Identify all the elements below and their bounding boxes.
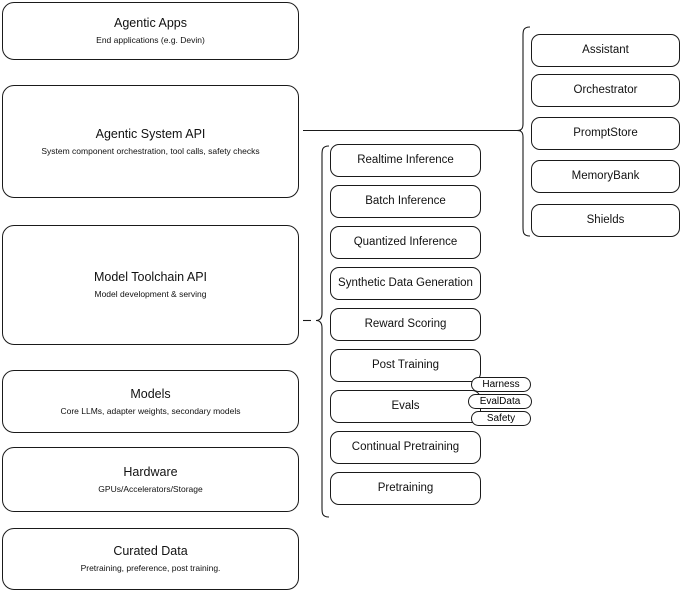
layer-subtitle: Pretraining, preference, post training.	[80, 563, 221, 573]
layer-box-model-toolchain-api[interactable]: Model Toolchain API Model development & …	[2, 225, 299, 345]
component-label: Orchestrator	[573, 84, 638, 97]
capability-box-realtime-inference[interactable]: Realtime Inference	[330, 144, 481, 177]
brace-system-components	[516, 26, 531, 237]
capability-label: Post Training	[371, 359, 440, 372]
component-box-memorybank[interactable]: MemoryBank	[531, 160, 680, 193]
layer-title: Models	[130, 386, 171, 401]
capability-box-continual-pretraining[interactable]: Continual Pretraining	[330, 431, 481, 464]
capability-box-synthetic-data-generation[interactable]: Synthetic Data Generation	[330, 267, 481, 300]
capability-label: Synthetic Data Generation	[338, 277, 473, 290]
layer-subtitle: Core LLMs, adapter weights, secondary mo…	[60, 405, 241, 416]
layer-title: Model Toolchain API	[93, 270, 208, 285]
brace-toolchain-capabilities	[315, 145, 330, 518]
layer-title: Agentic Apps	[114, 16, 187, 31]
component-label: MemoryBank	[571, 170, 640, 183]
layer-box-hardware[interactable]: Hardware GPUs/Accelerators/Storage	[2, 447, 299, 512]
layer-title: Curated Data	[113, 544, 188, 559]
layer-subtitle: GPUs/Accelerators/Storage	[98, 483, 203, 494]
capability-label: Realtime Inference	[357, 154, 454, 167]
layer-box-agentic-apps[interactable]: Agentic Apps End applications (e.g. Devi…	[2, 2, 299, 60]
badge-evaldata[interactable]: EvalData	[468, 394, 532, 409]
component-box-orchestrator[interactable]: Orchestrator	[531, 74, 680, 107]
component-label: PromptStore	[573, 127, 638, 140]
component-label: Shields	[586, 214, 625, 227]
capability-box-pretraining[interactable]: Pretraining	[330, 472, 481, 505]
capability-box-reward-scoring[interactable]: Reward Scoring	[330, 308, 481, 341]
capability-label: Evals	[391, 400, 420, 413]
layer-subtitle: Model development & serving	[94, 289, 207, 299]
component-box-shields[interactable]: Shields	[531, 204, 680, 237]
capability-box-batch-inference[interactable]: Batch Inference	[330, 185, 481, 218]
layer-box-curated-data[interactable]: Curated Data Pretraining, preference, po…	[2, 528, 299, 590]
layer-box-models[interactable]: Models Core LLMs, adapter weights, secon…	[2, 370, 299, 433]
badge-label: Harness	[482, 379, 520, 390]
capability-label: Reward Scoring	[364, 318, 447, 331]
capability-box-post-training[interactable]: Post Training	[330, 349, 481, 382]
layer-subtitle: System component orchestration, tool cal…	[41, 145, 260, 156]
badge-safety[interactable]: Safety	[471, 411, 531, 426]
badge-label: Safety	[486, 413, 516, 424]
layer-subtitle: End applications (e.g. Devin)	[96, 35, 205, 45]
capability-label: Quantized Inference	[353, 236, 458, 249]
component-box-assistant[interactable]: Assistant	[531, 34, 680, 67]
capability-label: Batch Inference	[365, 195, 446, 208]
capability-label: Continual Pretraining	[351, 441, 460, 454]
layer-box-agentic-system-api[interactable]: Agentic System API System component orch…	[2, 85, 299, 198]
component-label: Assistant	[582, 44, 629, 57]
capability-box-evals[interactable]: Evals	[330, 390, 481, 423]
layer-title: Hardware	[123, 464, 178, 479]
capability-box-quantized-inference[interactable]: Quantized Inference	[330, 226, 481, 259]
component-box-promptstore[interactable]: PromptStore	[531, 117, 680, 150]
layer-title: Agentic System API	[95, 126, 206, 141]
capability-label: Pretraining	[377, 482, 434, 495]
badge-harness[interactable]: Harness	[471, 377, 531, 392]
badge-label: EvalData	[479, 396, 521, 407]
